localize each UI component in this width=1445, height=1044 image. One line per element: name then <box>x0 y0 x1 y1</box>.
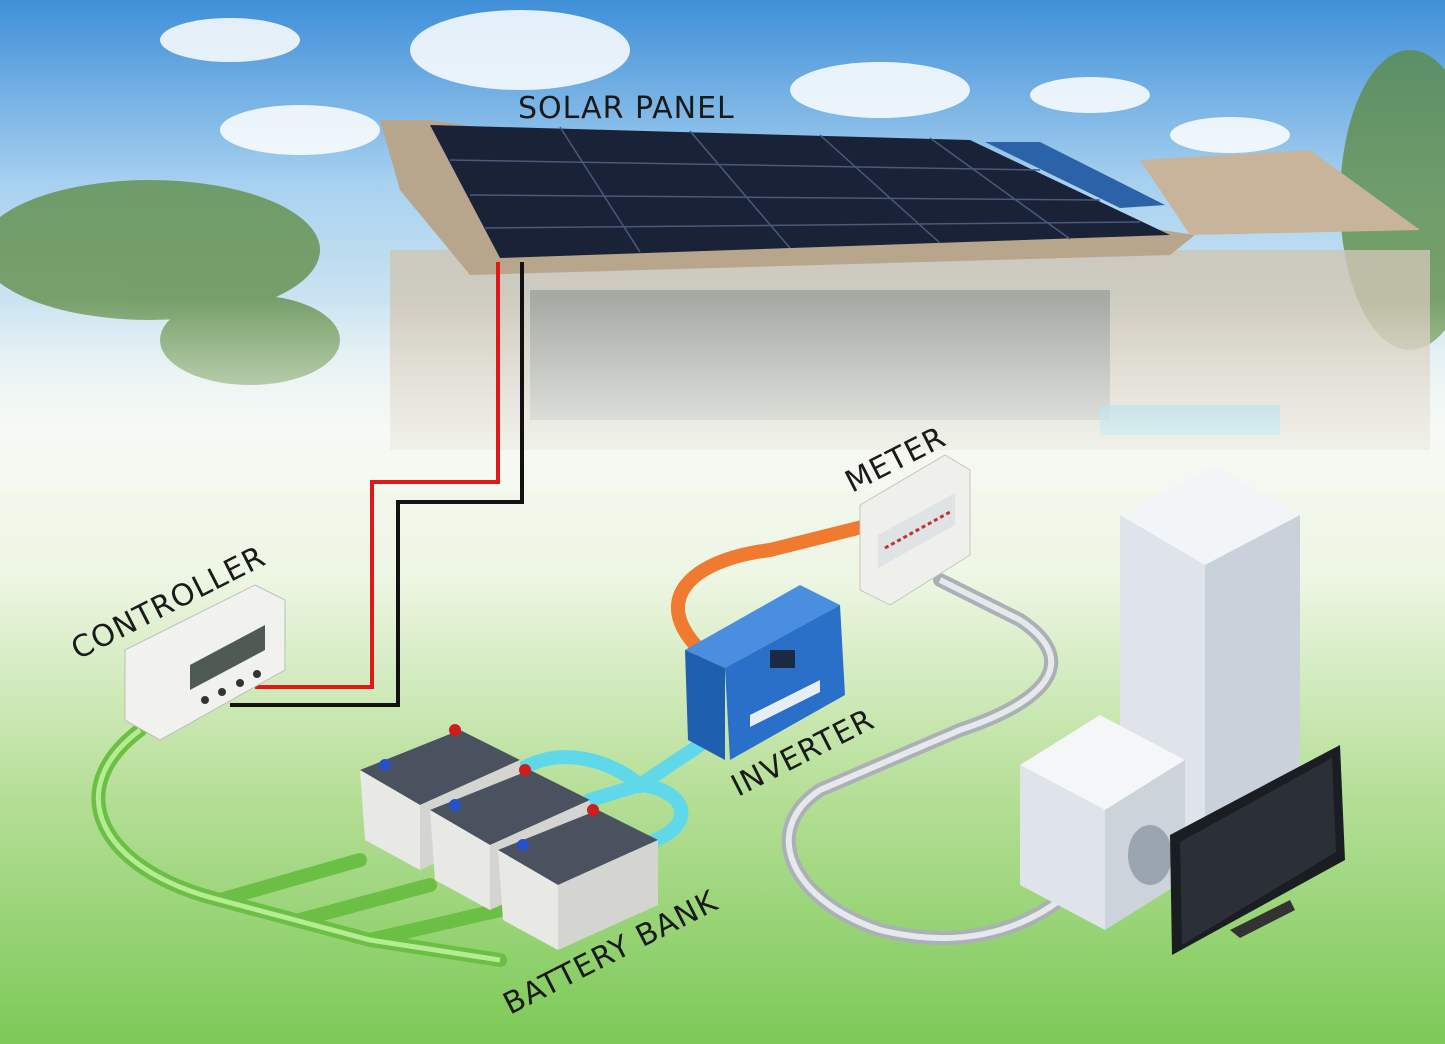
meter-box <box>859 454 971 606</box>
fade-overlay <box>0 300 1445 490</box>
television <box>1170 745 1345 955</box>
inverter <box>685 585 845 760</box>
meter-inverter-link <box>671 518 877 657</box>
clouds <box>160 10 1290 155</box>
solar-panel-array <box>430 125 1170 258</box>
washing-machine <box>1020 715 1185 930</box>
battery-bank <box>360 724 658 950</box>
label-solar-panel: SOLAR PANEL <box>518 91 735 126</box>
negative-wire <box>230 262 524 707</box>
battery-inverter-link <box>513 738 707 852</box>
positive-wire <box>255 262 500 689</box>
charge-controller <box>124 584 286 741</box>
